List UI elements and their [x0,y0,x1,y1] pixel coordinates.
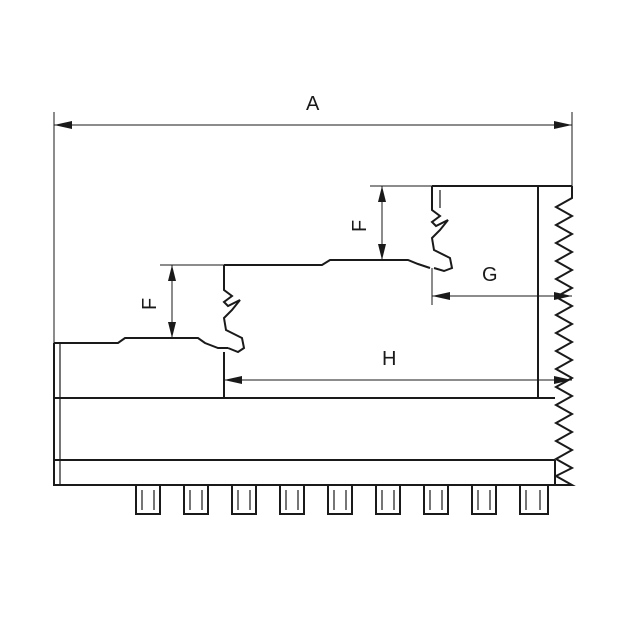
middle-step-top [224,259,431,269]
dimension-f-lower: F [139,264,224,339]
dim-f-lower-label: F [139,298,161,310]
jaw-body-outline [53,337,556,486]
dim-f-lower-arrow-top [168,265,176,281]
dim-f-upper-label: F [349,220,371,232]
dim-h-arrow-left [224,376,242,384]
jaw-outline [53,185,572,486]
dimension-h: H [223,348,572,390]
upper-step-profile [430,186,454,273]
dimension-f-upper: F [349,185,432,261]
dim-f-lower-arrow-bottom [168,322,176,338]
dim-a-arrow-left [54,121,72,129]
dim-f-upper-arrow-bottom [378,244,386,260]
dim-a-label: A [306,93,320,115]
dim-f-upper-arrow-top [378,186,386,202]
dim-h-label: H [382,348,396,370]
dimension-a: A [53,93,573,343]
right-serration [553,186,576,486]
dim-h-arrow-right [554,376,572,384]
bottom-teeth-profile [135,485,549,515]
dim-g-label: G [482,264,498,286]
dimension-g: G [431,264,572,305]
dim-g-arrow-left [432,292,450,300]
bottom-teeth [135,485,549,515]
bottom-teeth-inner [141,490,541,510]
dim-a-arrow-right [554,121,572,129]
right-serration-teeth [553,186,576,486]
dim-g-arrow-right [554,292,572,300]
